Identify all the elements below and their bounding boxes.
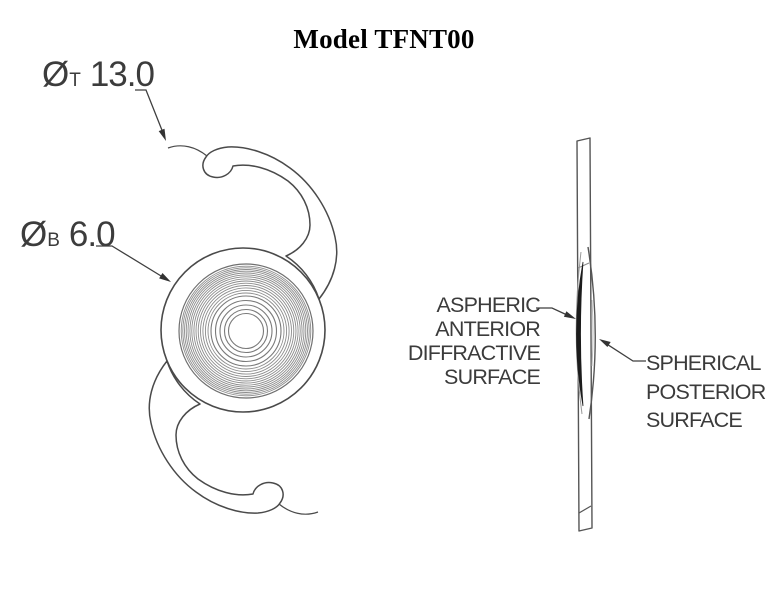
anterior-leader: [536, 307, 567, 316]
diameter-value: 13.0: [89, 55, 155, 94]
diffractive-ring: [191, 276, 301, 386]
label-line: ANTERIOR: [435, 317, 541, 341]
diameter-symbol: Ø: [20, 215, 47, 254]
diameter-subscript: T: [69, 70, 81, 91]
diffractive-ring: [210, 295, 282, 367]
label-line: ASPHERIC: [436, 293, 540, 317]
diffractive-ring-zone: [180, 265, 312, 397]
diameter-symbol: Ø: [42, 55, 69, 94]
diffractive-ring: [202, 287, 290, 375]
label-line: SPHERICAL: [646, 351, 761, 375]
side-view-drawing: [575, 137, 596, 532]
diffractive-ring: [227, 312, 265, 350]
diffractive-ring: [187, 272, 305, 390]
diffractive-surface-crescent: [576, 261, 584, 407]
diffractive-ring: [204, 289, 288, 373]
inferior-haptic-tip: [278, 503, 319, 515]
total-diameter-label: ØT 13.0: [42, 55, 155, 94]
diffractive-ring: [189, 274, 303, 388]
posterior-arrowhead: [599, 339, 611, 347]
edge-crease-lower: [578, 505, 592, 514]
leader-lines: [96, 89, 646, 362]
optic-diameter-leader: [96, 245, 167, 280]
front-view-drawing: [148, 145, 338, 515]
diffractive-ring: [200, 285, 292, 377]
lens-edge-profile: [576, 137, 593, 532]
label-line: SURFACE: [444, 365, 541, 389]
diffractive-ring: [182, 267, 310, 395]
diffractive-ring: [219, 304, 273, 358]
diameter-subscript: B: [47, 230, 60, 251]
posterior-highlight: [591, 299, 594, 367]
diffractive-ring: [223, 308, 269, 354]
optic-diameter-arrowhead: [159, 273, 171, 282]
edge-crease-upper: [577, 262, 590, 269]
diffractive-zone-boundary: [178, 263, 314, 399]
page-title: Model TFNT00: [293, 24, 475, 54]
label-line: SURFACE: [646, 408, 743, 432]
diffractive-ring: [185, 270, 307, 392]
diffractive-ring: [193, 278, 299, 384]
diffractive-ring: [214, 299, 278, 363]
diffractive-ring: [197, 282, 295, 380]
posterior-surface-curve: [587, 246, 596, 420]
superior-haptic: [202, 146, 338, 300]
diffractive-ring: [180, 265, 312, 397]
total-diameter-arrowhead: [158, 128, 166, 141]
anterior-arrowhead: [563, 311, 576, 319]
label-line: DIFFRACTIVE: [407, 341, 541, 365]
diffractive-ring: [207, 292, 285, 370]
superior-haptic-tip: [167, 145, 208, 157]
label-line: POSTERIOR: [646, 379, 766, 404]
posterior-leader: [607, 344, 646, 362]
diffractive-ring: [195, 280, 297, 382]
total-diameter-leader: [135, 89, 165, 135]
posterior-surface-label: SPHERICAL POSTERIOR SURFACE: [646, 349, 766, 435]
anterior-surface-label: ASPHERIC ANTERIOR DIFFRACTIVE SURFACE: [380, 293, 541, 389]
arrowheads: [158, 128, 611, 347]
diffractive-ring: [184, 269, 308, 393]
